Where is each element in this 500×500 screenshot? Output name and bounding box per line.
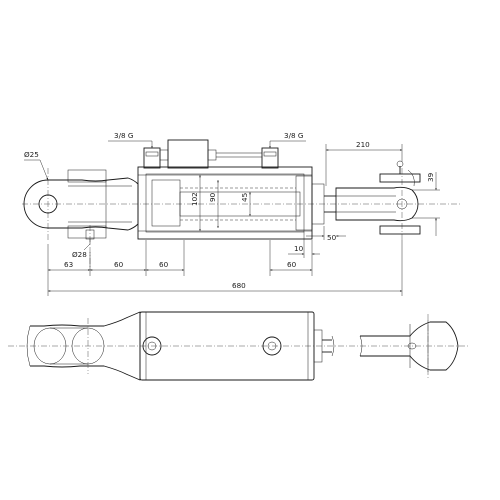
port-left-label: 3/8 G — [114, 131, 133, 140]
dim-60-a-label: 60 — [114, 260, 124, 269]
cylinder-body — [137, 166, 325, 240]
dim-60-b-label: 60 — [159, 260, 169, 269]
rod-and-clevis — [324, 160, 421, 235]
port-right-label: 3/8 G — [284, 131, 303, 140]
valve-block — [167, 139, 209, 169]
plan-rear-eye — [26, 311, 141, 381]
pin-hole — [38, 194, 58, 214]
plan-view — [8, 311, 470, 381]
bore-label: 102 — [190, 192, 199, 206]
port-right — [261, 147, 279, 169]
eye-width-label: 39 — [426, 172, 435, 182]
plan-clevis — [359, 314, 459, 378]
port-offset-label: 10 — [294, 244, 304, 253]
eye-end-label: 63 — [64, 260, 73, 269]
dim-60-c-label: 60 — [287, 260, 297, 269]
body-inner-label: 90 — [208, 192, 217, 202]
pin-diameter-label: Ø25 — [24, 150, 39, 159]
plan-port-right — [262, 336, 282, 356]
rear-eye — [23, 169, 139, 244]
side-view: 3/8 G 3/8 G Ø25 Ø28 102 90 45 — [22, 131, 462, 296]
ports — [143, 139, 279, 169]
dimensions-side-view: 3/8 G 3/8 G Ø25 Ø28 102 90 45 — [24, 131, 440, 296]
piston — [151, 179, 181, 227]
port-left — [143, 147, 161, 169]
rod-label: 45 — [240, 193, 249, 202]
plan-body — [139, 311, 335, 381]
clevis-length-label: 210 — [356, 140, 370, 149]
clevis-offset-label: 50 — [327, 233, 337, 242]
plan-port-left — [142, 336, 162, 356]
mount-hole-label: Ø28 — [72, 250, 87, 259]
overall-length-label: 680 — [232, 281, 246, 290]
